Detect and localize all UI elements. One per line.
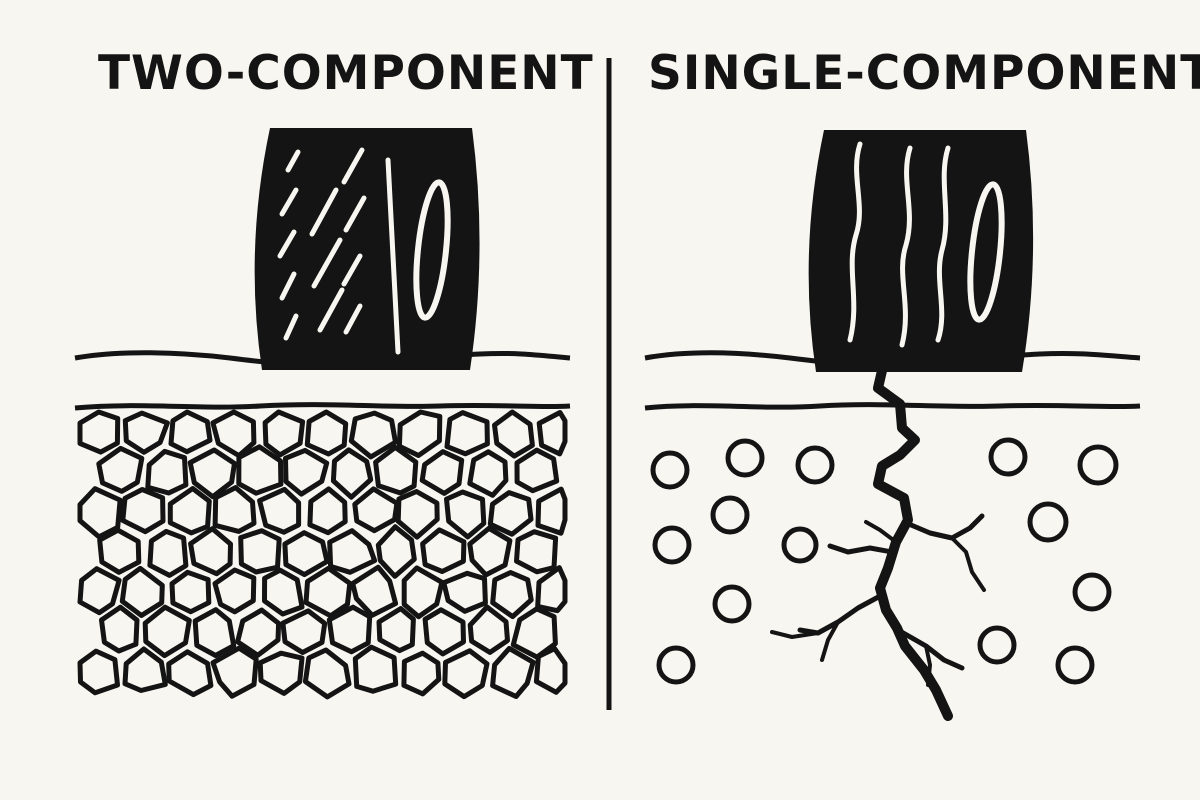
cell bbox=[77, 648, 120, 696]
cell bbox=[147, 528, 189, 578]
cell bbox=[236, 444, 284, 496]
cell bbox=[401, 650, 442, 697]
cell bbox=[96, 445, 145, 494]
panel-title-single-component: SINGLE-COMPONENT bbox=[648, 46, 1200, 101]
cell bbox=[373, 444, 419, 496]
cell bbox=[352, 486, 400, 534]
cell bbox=[492, 409, 535, 459]
cell bbox=[376, 606, 416, 654]
particles bbox=[650, 437, 1119, 685]
cell bbox=[467, 525, 513, 578]
cell bbox=[467, 604, 510, 655]
cell bbox=[536, 410, 568, 457]
cell bbox=[352, 644, 399, 694]
cell bbox=[490, 645, 536, 699]
cell bbox=[419, 449, 465, 496]
cell bbox=[119, 565, 165, 618]
cell bbox=[167, 486, 212, 536]
right-panel bbox=[644, 130, 1141, 721]
cell bbox=[533, 646, 568, 695]
cell bbox=[348, 410, 398, 460]
tire-icon-right bbox=[808, 130, 1034, 372]
cell bbox=[302, 647, 352, 700]
layer-top-line-right bbox=[644, 402, 1141, 411]
cell bbox=[326, 604, 373, 655]
cell bbox=[257, 650, 305, 696]
tire-icon-left bbox=[254, 128, 480, 370]
cell bbox=[535, 486, 568, 536]
crack bbox=[770, 357, 986, 721]
cell bbox=[307, 486, 348, 536]
cell bbox=[395, 489, 440, 540]
cell bbox=[444, 410, 490, 457]
cell bbox=[77, 566, 122, 616]
road-surface-line-left bbox=[74, 350, 571, 369]
cell bbox=[420, 527, 467, 574]
cell bbox=[350, 564, 399, 618]
cell bbox=[120, 487, 166, 535]
cell bbox=[188, 526, 233, 577]
cell bbox=[192, 607, 237, 658]
cell bbox=[238, 528, 282, 575]
cell bbox=[262, 567, 305, 617]
cell bbox=[99, 604, 140, 654]
cell bbox=[77, 409, 121, 455]
cell bbox=[444, 489, 487, 540]
cell bbox=[77, 486, 123, 540]
cell bbox=[142, 604, 192, 659]
cell bbox=[375, 524, 417, 579]
cell bbox=[210, 645, 259, 699]
cell bbox=[514, 529, 559, 575]
cell bbox=[169, 569, 212, 615]
cell bbox=[396, 409, 443, 458]
cell bbox=[168, 409, 213, 455]
cell bbox=[282, 530, 330, 578]
cell bbox=[122, 410, 170, 455]
cell bbox=[283, 447, 330, 497]
road-surface-line-right bbox=[644, 350, 1141, 369]
cell bbox=[487, 490, 534, 537]
cell bbox=[257, 486, 302, 535]
cell bbox=[210, 409, 257, 459]
cell bbox=[280, 608, 328, 655]
cell bbox=[467, 449, 509, 498]
panel-title-two-component: TWO-COMPONENT bbox=[98, 46, 594, 101]
cell bbox=[422, 607, 466, 657]
cell bbox=[304, 409, 349, 457]
cell bbox=[145, 448, 189, 496]
cell bbox=[327, 528, 378, 575]
cell bbox=[212, 485, 257, 534]
cell bbox=[441, 570, 488, 614]
cell bbox=[122, 646, 168, 693]
cell bbox=[187, 447, 237, 500]
layer-top-line-left bbox=[74, 402, 571, 411]
cell bbox=[535, 565, 568, 614]
cell bbox=[442, 648, 490, 700]
honeycomb-cell-structure bbox=[77, 409, 568, 700]
cell bbox=[401, 565, 445, 620]
cell bbox=[490, 570, 534, 620]
cell bbox=[212, 567, 257, 615]
cell bbox=[97, 527, 142, 575]
cell bbox=[303, 565, 353, 619]
left-panel bbox=[74, 128, 571, 700]
cell bbox=[166, 649, 214, 698]
cell bbox=[514, 447, 560, 494]
cell bbox=[235, 607, 282, 658]
cell bbox=[262, 409, 306, 458]
cell bbox=[330, 447, 374, 500]
